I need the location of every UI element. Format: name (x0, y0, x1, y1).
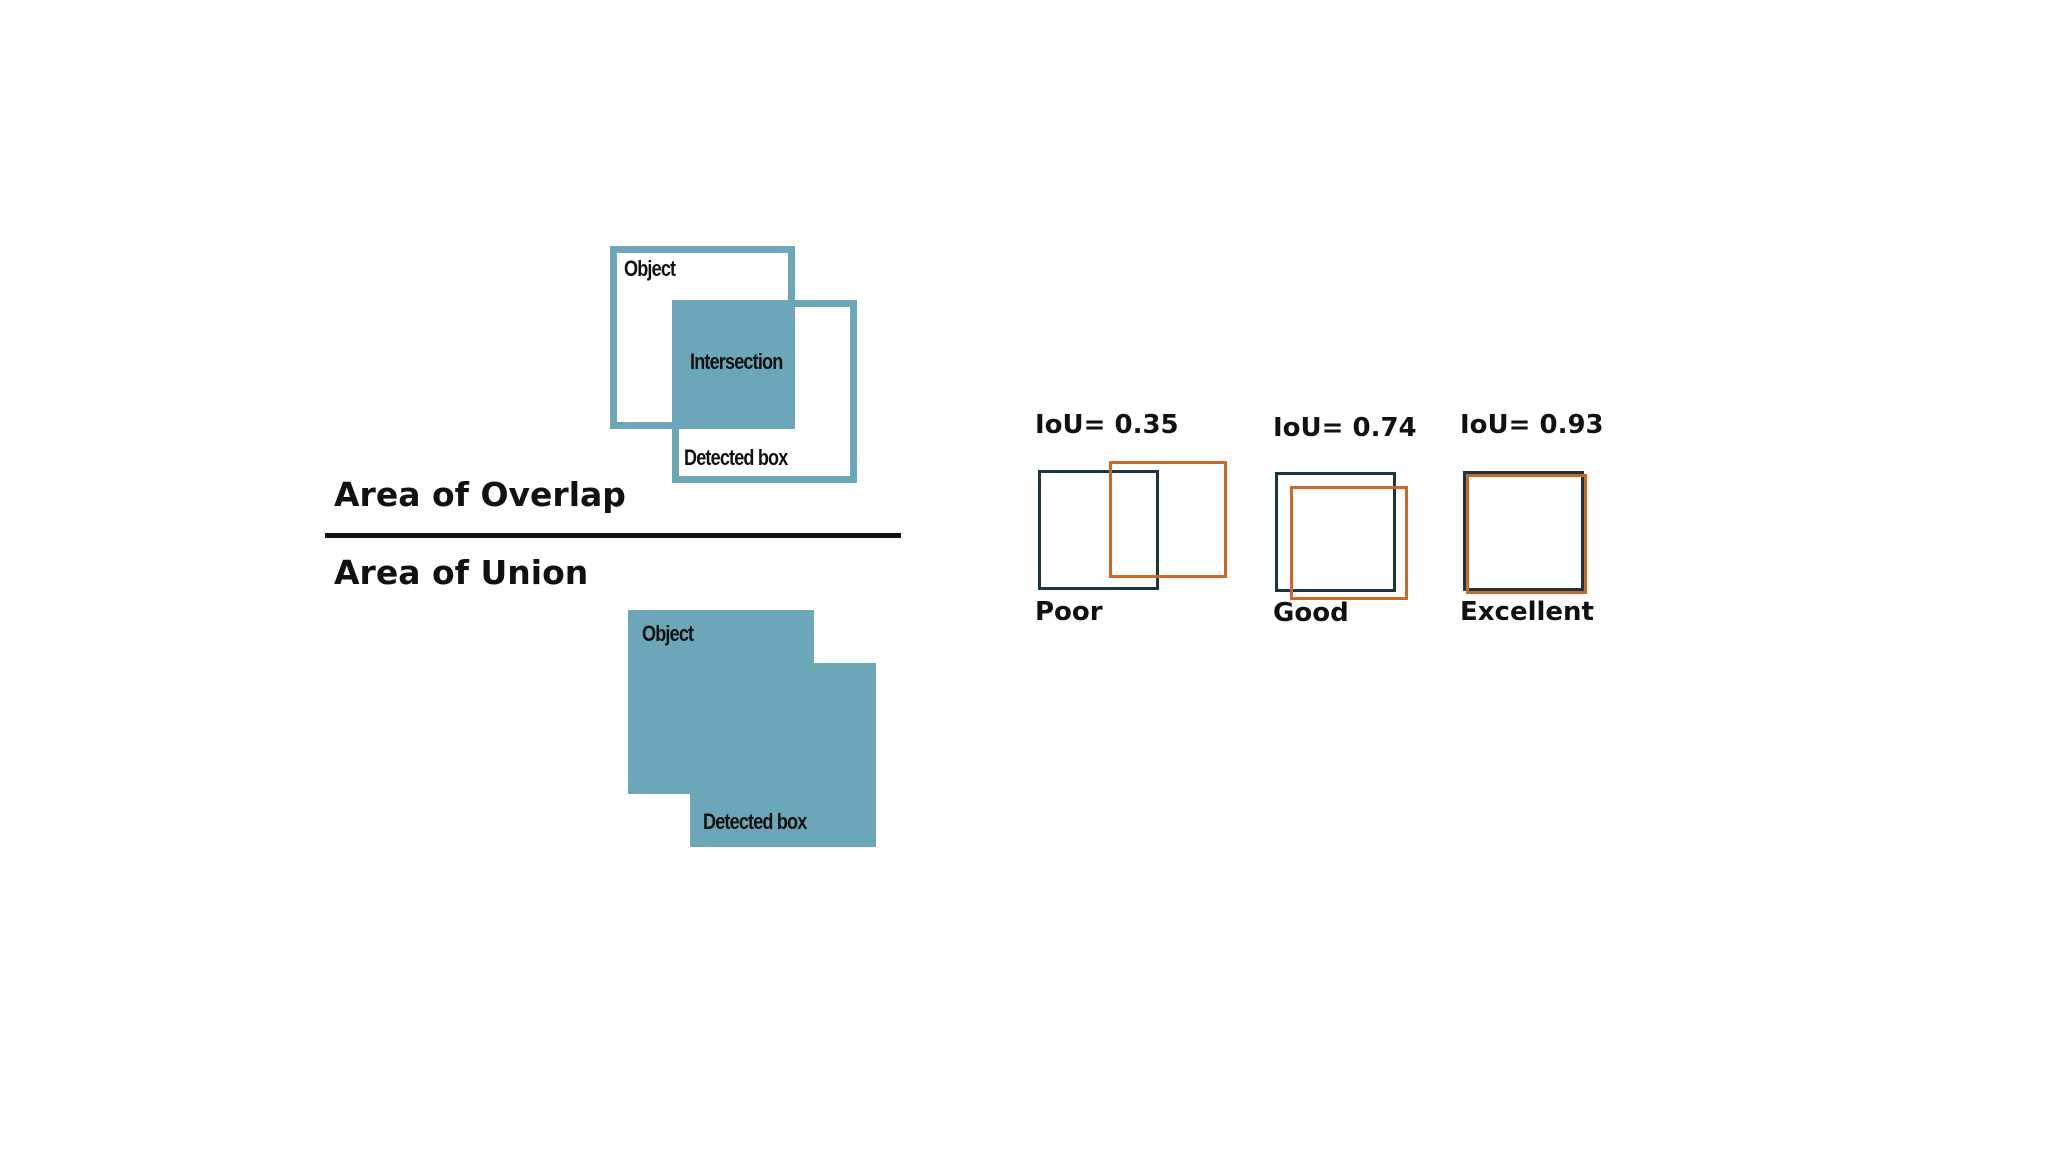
union-object-label: Object (642, 621, 694, 646)
ground-truth-box-poor (1038, 470, 1159, 590)
intersection-label: Intersection (690, 349, 783, 374)
union-detected-box-label: Detected box (703, 809, 807, 834)
predicted-box-poor (1109, 461, 1227, 578)
union-detected-region (690, 663, 876, 847)
ground-truth-box-good (1275, 472, 1396, 592)
intersection-region (672, 300, 795, 429)
detected-box-label: Detected box (684, 445, 788, 470)
quality-label-poor: Poor (1035, 597, 1103, 627)
predicted-box-excellent (1466, 474, 1587, 594)
ground-truth-box-excellent (1463, 471, 1584, 591)
iou-value-good: IoU= 0.74 (1273, 413, 1417, 443)
quality-label-good: Good (1273, 598, 1349, 628)
iou-value-excellent: IoU= 0.93 (1460, 410, 1604, 440)
predicted-box-good (1290, 486, 1408, 600)
iou-value-poor: IoU= 0.35 (1035, 410, 1179, 440)
denominator-text: Area of Union (334, 553, 589, 592)
quality-label-excellent: Excellent (1460, 597, 1594, 627)
fraction-bar (325, 533, 901, 538)
object-label: Object (624, 256, 676, 281)
numerator-text: Area of Overlap (334, 475, 626, 514)
